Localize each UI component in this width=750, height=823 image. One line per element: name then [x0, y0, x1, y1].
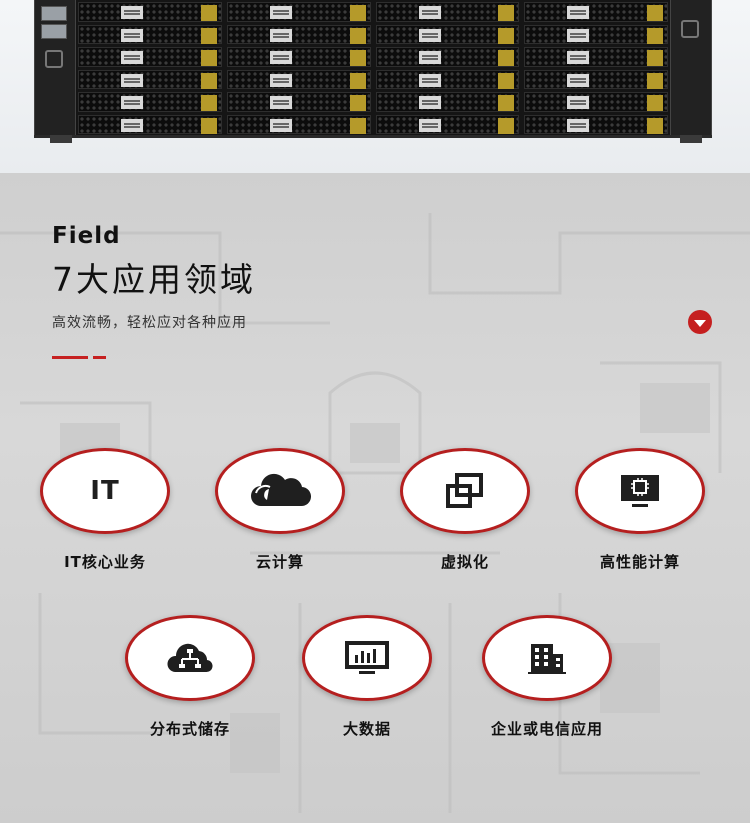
drive-bay [78, 69, 222, 89]
app-item-virtualization[interactable]: 虚拟化 [380, 448, 550, 572]
app-item-enterprise-telecom[interactable]: 企业或电信应用 [462, 615, 632, 739]
app-icon-circle [302, 615, 432, 701]
drive-bay [375, 2, 520, 22]
left-rack-ear [34, 0, 76, 135]
drive-bay [78, 47, 222, 67]
app-item-cloud[interactable]: 云计算 [195, 448, 365, 572]
app-item-distributed-storage[interactable]: 分布式储存 [105, 615, 275, 739]
cloud-network-icon [167, 643, 213, 673]
section-title: 7大应用领域 [52, 260, 256, 299]
app-icon-circle: IT [40, 448, 170, 534]
app-label: 虚拟化 [440, 553, 489, 571]
drive-bay [226, 2, 371, 22]
title-accent-line [52, 356, 106, 359]
server-chassis [34, 0, 712, 138]
app-label: 高性能计算 [599, 553, 680, 571]
drive-bay [226, 69, 371, 89]
data-monitor-icon [345, 641, 389, 674]
vga-port-icon [45, 50, 63, 68]
drive-bay [375, 47, 520, 67]
drive-bay [524, 69, 668, 89]
chevron-down-icon[interactable] [688, 310, 712, 334]
building-icon [528, 644, 566, 674]
overlapping-squares-icon [446, 473, 483, 508]
drive-bay [78, 24, 222, 44]
app-icon-circle [400, 448, 530, 534]
application-fields-section: Field 7大应用领域 高效流畅，轻松应对各种应用 IT IT核心业务 云计算 [0, 173, 750, 823]
section-kicker: Field [52, 223, 121, 249]
app-icon-circle [575, 448, 705, 534]
app-item-big-data[interactable]: 大数据 [282, 615, 452, 739]
usb-port-icon [41, 6, 67, 21]
drive-bay [375, 92, 520, 112]
rack-foot [50, 135, 72, 143]
right-rack-ear [670, 0, 712, 135]
drive-bay [524, 114, 668, 134]
drive-bay [524, 2, 668, 22]
drive-bay [226, 92, 371, 112]
drive-bay [375, 69, 520, 89]
drive-bay [226, 24, 371, 44]
drive-bay [375, 24, 520, 44]
drive-bay [78, 114, 222, 134]
usb-port-icon [41, 24, 67, 39]
drive-bay [524, 92, 668, 112]
drive-bay-grid [78, 0, 668, 136]
rack-foot [680, 135, 702, 143]
app-icon-circle [215, 448, 345, 534]
app-icon-circle [482, 615, 612, 701]
drive-bay [524, 47, 668, 67]
cpu-monitor-icon [621, 475, 659, 507]
app-item-it-core[interactable]: IT IT核心业务 [20, 448, 190, 572]
drive-bay [78, 2, 222, 22]
app-label: IT核心业务 [64, 553, 146, 571]
app-label: 分布式储存 [149, 720, 230, 738]
app-icon-circle [125, 615, 255, 701]
drive-bay [226, 114, 371, 134]
drive-bay [375, 114, 520, 134]
section-subtitle: 高效流畅，轻松应对各种应用 [52, 315, 247, 331]
cloud-icon [251, 473, 311, 507]
drive-bay [78, 92, 222, 112]
drive-bay [226, 47, 371, 67]
app-item-hpc[interactable]: 高性能计算 [555, 448, 725, 572]
it-text-icon: IT [90, 476, 120, 506]
app-label: 大数据 [342, 720, 391, 738]
app-label: 云计算 [255, 553, 304, 571]
drive-bay [524, 24, 668, 44]
app-label: 企业或电信应用 [490, 720, 603, 738]
server-product-image [0, 0, 750, 173]
power-button-icon [681, 20, 699, 38]
